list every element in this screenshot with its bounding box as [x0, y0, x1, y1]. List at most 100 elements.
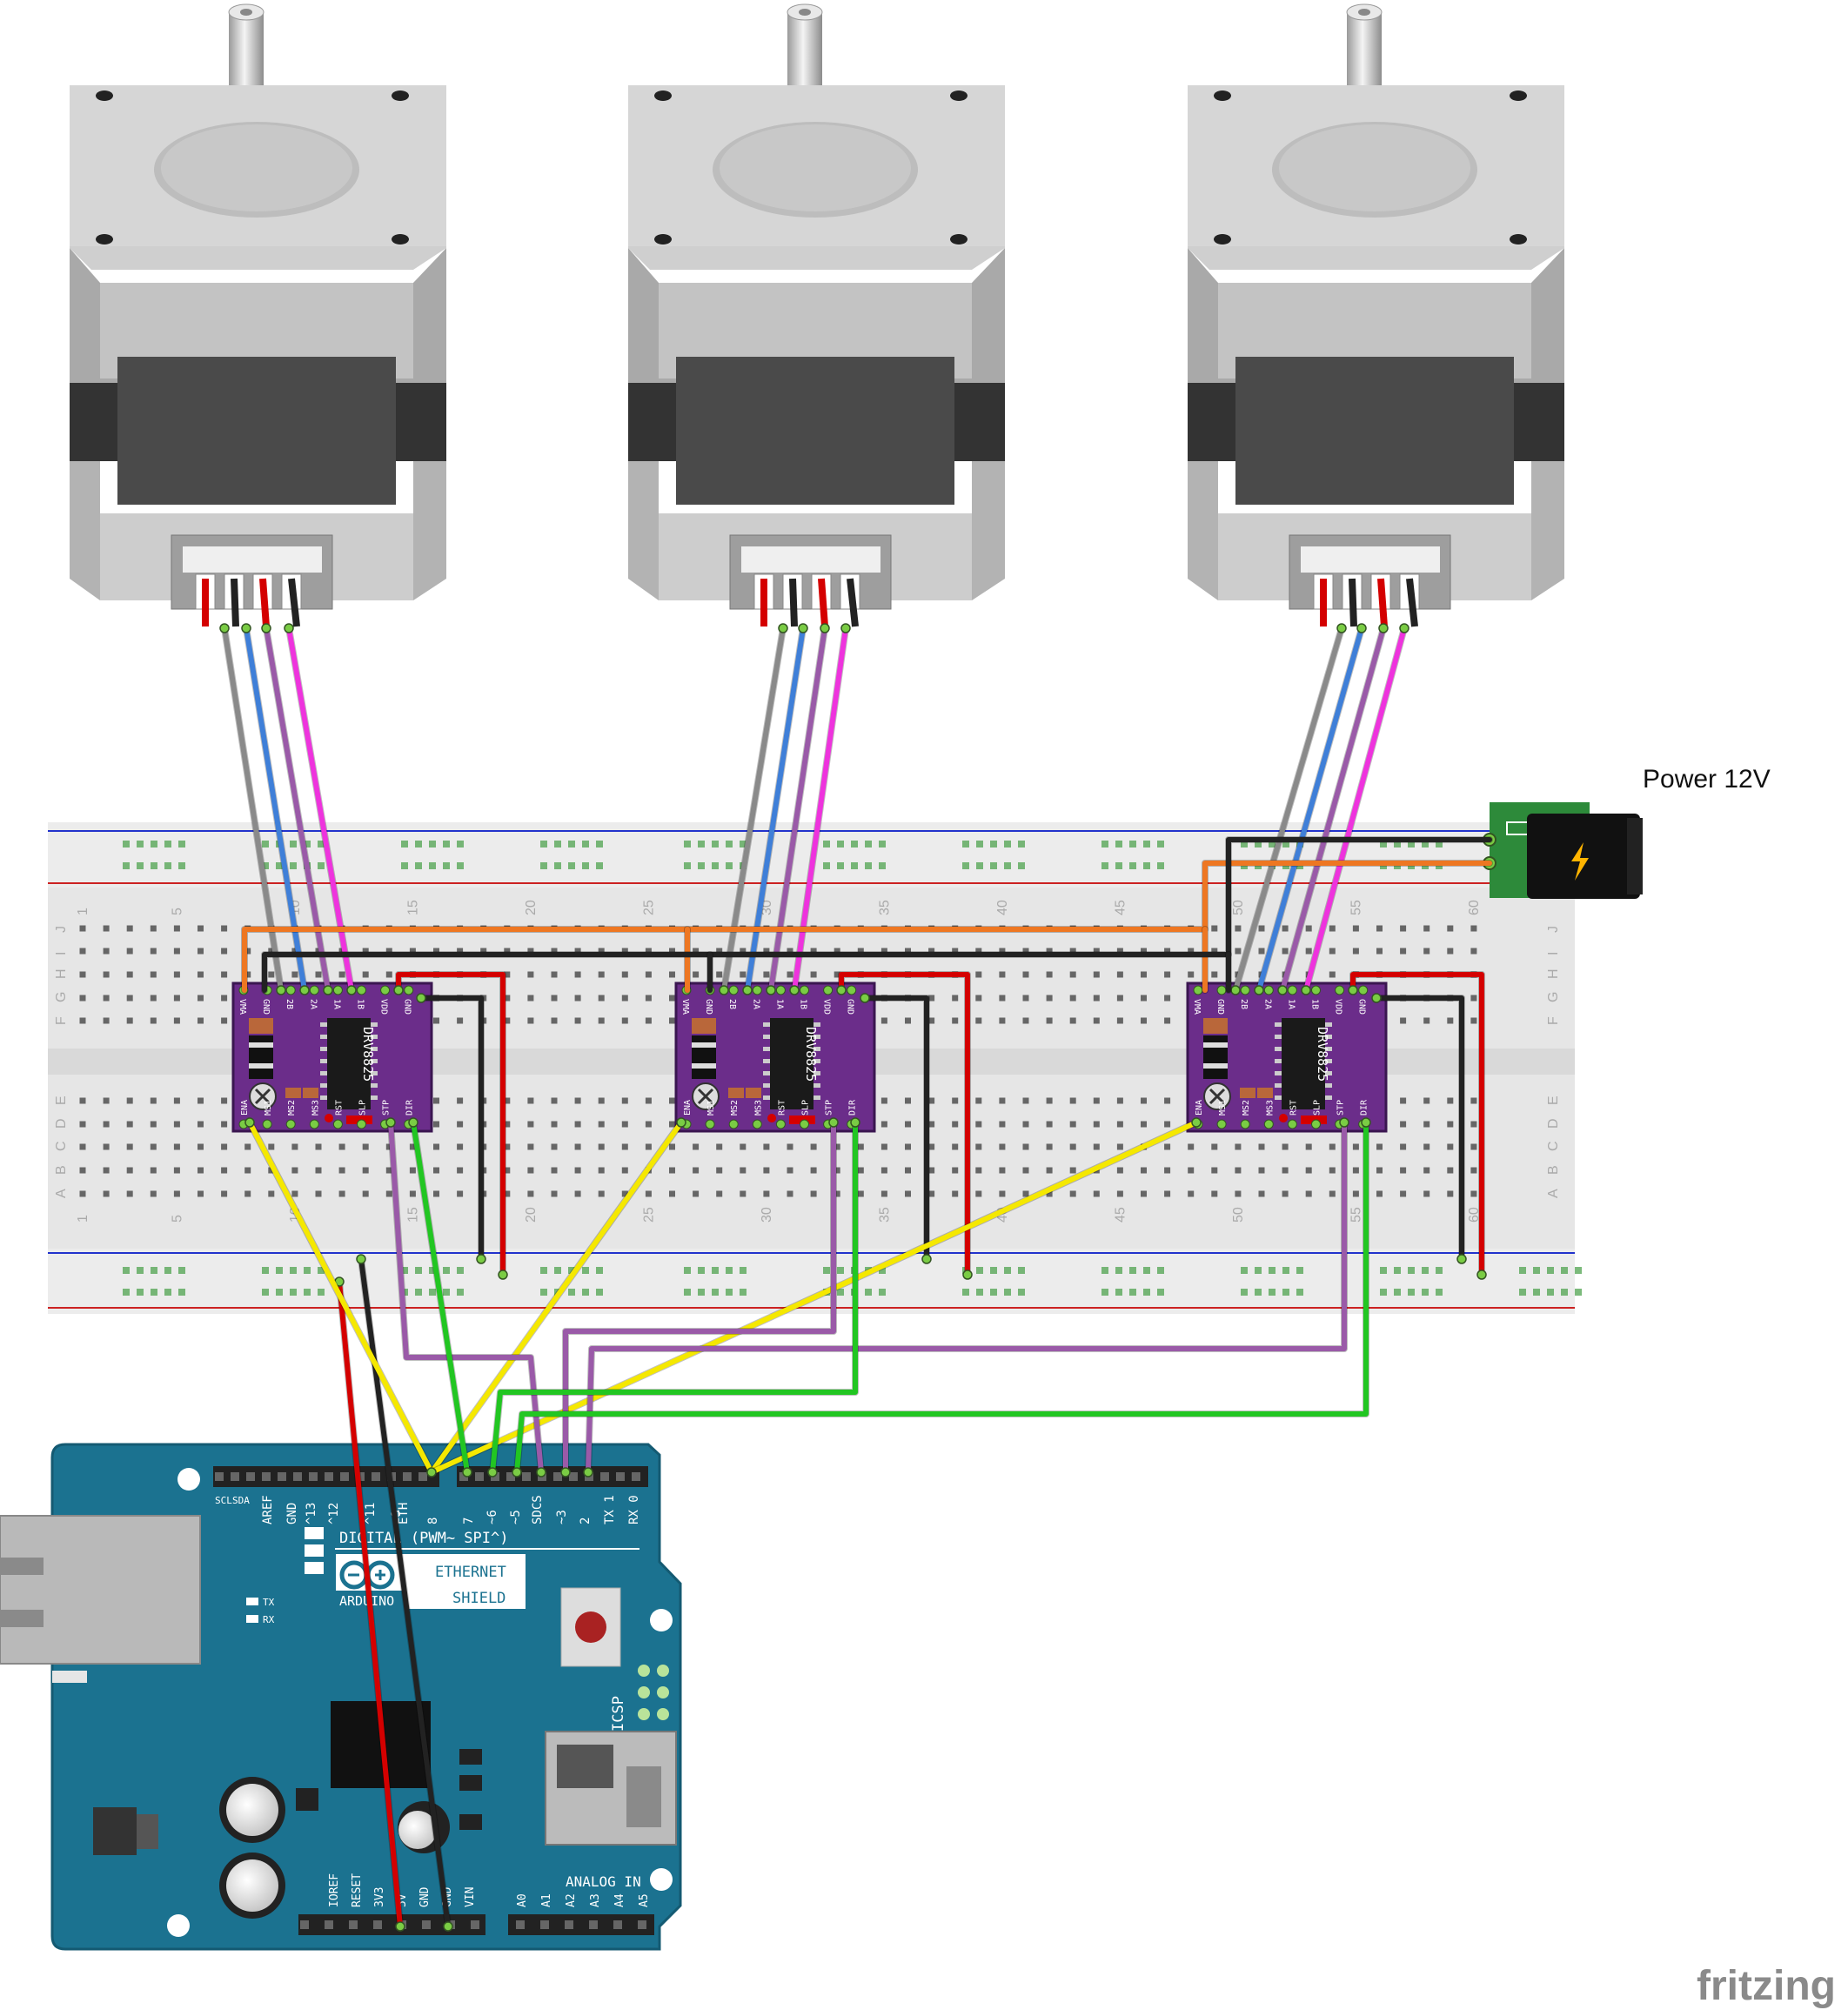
power-rail-hole [976, 841, 983, 848]
breadboard-hole [1400, 1167, 1407, 1174]
dir-wire [514, 1120, 1369, 1475]
breadboard-hole [291, 971, 298, 978]
driver-pin-bottom [309, 1119, 319, 1129]
stepper-motor [628, 3, 1005, 627]
breadboard-hole [126, 1167, 133, 1174]
power-rail-hole [151, 1289, 157, 1296]
wire-end [476, 1254, 486, 1264]
power-rail-hole [976, 1267, 983, 1274]
column-number: 1 [76, 908, 90, 915]
breadboard-hole [952, 948, 959, 955]
breadboard-hole [103, 948, 110, 955]
breadboard-hole [716, 948, 723, 955]
column-number: 15 [405, 1207, 420, 1223]
power-rail-hole [726, 1267, 733, 1274]
breadboard-hole [1093, 971, 1100, 978]
breadboard-hole [291, 948, 298, 955]
breadboard-hole [1141, 971, 1147, 978]
power-rail-hole [1129, 1267, 1136, 1274]
wire-end [385, 1117, 396, 1128]
driver-pin-top [752, 985, 762, 995]
motor-flange-inner [161, 124, 352, 211]
breadboard-hole [621, 1167, 628, 1174]
driver-bottom-pin-label: MS2 [730, 1100, 740, 1116]
wire-end [850, 1117, 860, 1128]
power-rail-hole [1241, 1289, 1248, 1296]
power-rail-hole [123, 862, 130, 869]
ic-lead [1275, 1095, 1282, 1100]
breadboard-hole [173, 995, 180, 1002]
breadboard-hole [504, 1167, 511, 1174]
ic-lead [1325, 1022, 1332, 1027]
breadboard-hole [268, 971, 275, 978]
drv8825-driver: DRV8825VMAENAGNDMS12BMS22AMS31ARST1BSLPV… [674, 982, 876, 1133]
sd-card-slot-inner [557, 1745, 613, 1788]
breadboard-hole [268, 1190, 275, 1197]
driver-pin-top [847, 985, 857, 995]
power-rail-hole [837, 841, 844, 848]
power-rail-hole [976, 1289, 983, 1296]
breadboard-hole [905, 1167, 911, 1174]
driver-bottom-pin-label: MS2 [287, 1100, 297, 1116]
breadboard-hole [598, 1143, 605, 1150]
wire-end [426, 1467, 437, 1477]
driver-top-pin-label: VDD [822, 999, 832, 1015]
breadboard-hole [975, 971, 982, 978]
breadboard-hole [1069, 1143, 1076, 1150]
power-rail-hole [137, 841, 144, 848]
power-rail-hole [429, 841, 436, 848]
breadboard-hole [763, 948, 770, 955]
ic-lead [814, 1022, 820, 1027]
digital-pin-label: ^12 [327, 1503, 341, 1524]
power-rail-hole [137, 1267, 144, 1274]
reset-button-cap[interactable] [575, 1611, 606, 1643]
power-rail-hole [823, 862, 830, 869]
ic-lead [763, 1035, 770, 1039]
breadboard-hole [338, 971, 345, 978]
breadboard-hole [126, 1190, 133, 1197]
motor-label-area [117, 357, 396, 505]
breadboard-hole [244, 1167, 251, 1174]
wire-end [487, 1467, 498, 1477]
breadboard-hole [527, 948, 534, 955]
ethernet-jack-latch [0, 1610, 44, 1627]
breadboard-hole [880, 948, 887, 955]
ic-lead [1325, 1059, 1332, 1063]
ic-lead [1275, 1035, 1282, 1039]
driver-pin-top [1263, 985, 1274, 995]
power-rail-hole [164, 862, 171, 869]
ic-lead [763, 1071, 770, 1075]
power-rail-hole [304, 1267, 311, 1274]
breadboard-hole [173, 1167, 180, 1174]
stepper-motor [70, 3, 446, 627]
breadboard-hole [669, 1097, 675, 1104]
breadboard-hole [1116, 1143, 1123, 1150]
power-rail-hole [740, 841, 747, 848]
breadboard-hole [1164, 1017, 1171, 1024]
breadboard-hole [1470, 1121, 1477, 1128]
power-rail-hole [123, 1267, 130, 1274]
power-rail-hole [698, 841, 705, 848]
breadboard-hole [669, 1143, 675, 1150]
wire-end [836, 985, 847, 995]
analog-header [508, 1914, 654, 1935]
power-rail-hole [837, 1289, 844, 1296]
breadboard-hole [221, 925, 228, 932]
breadboard-hole [150, 925, 157, 932]
breadboard-hole [291, 1143, 298, 1150]
header-pin [262, 1472, 271, 1481]
breadboard-hole [198, 1097, 204, 1104]
power-rail-hole [990, 1267, 997, 1274]
power-rail-hole [726, 1289, 733, 1296]
header-pin [418, 1472, 427, 1481]
breadboard-hole [693, 1167, 700, 1174]
smd-led [1301, 1116, 1327, 1124]
breadboard-hole [551, 1121, 558, 1128]
breadboard-hole [669, 971, 675, 978]
breadboard-hole [268, 1143, 275, 1150]
column-number: 35 [877, 900, 892, 915]
breadboard-hole [1116, 1190, 1123, 1197]
breadboard-hole [1046, 948, 1053, 955]
breadboard-hole [574, 971, 581, 978]
power-rail-hole [962, 1289, 969, 1296]
